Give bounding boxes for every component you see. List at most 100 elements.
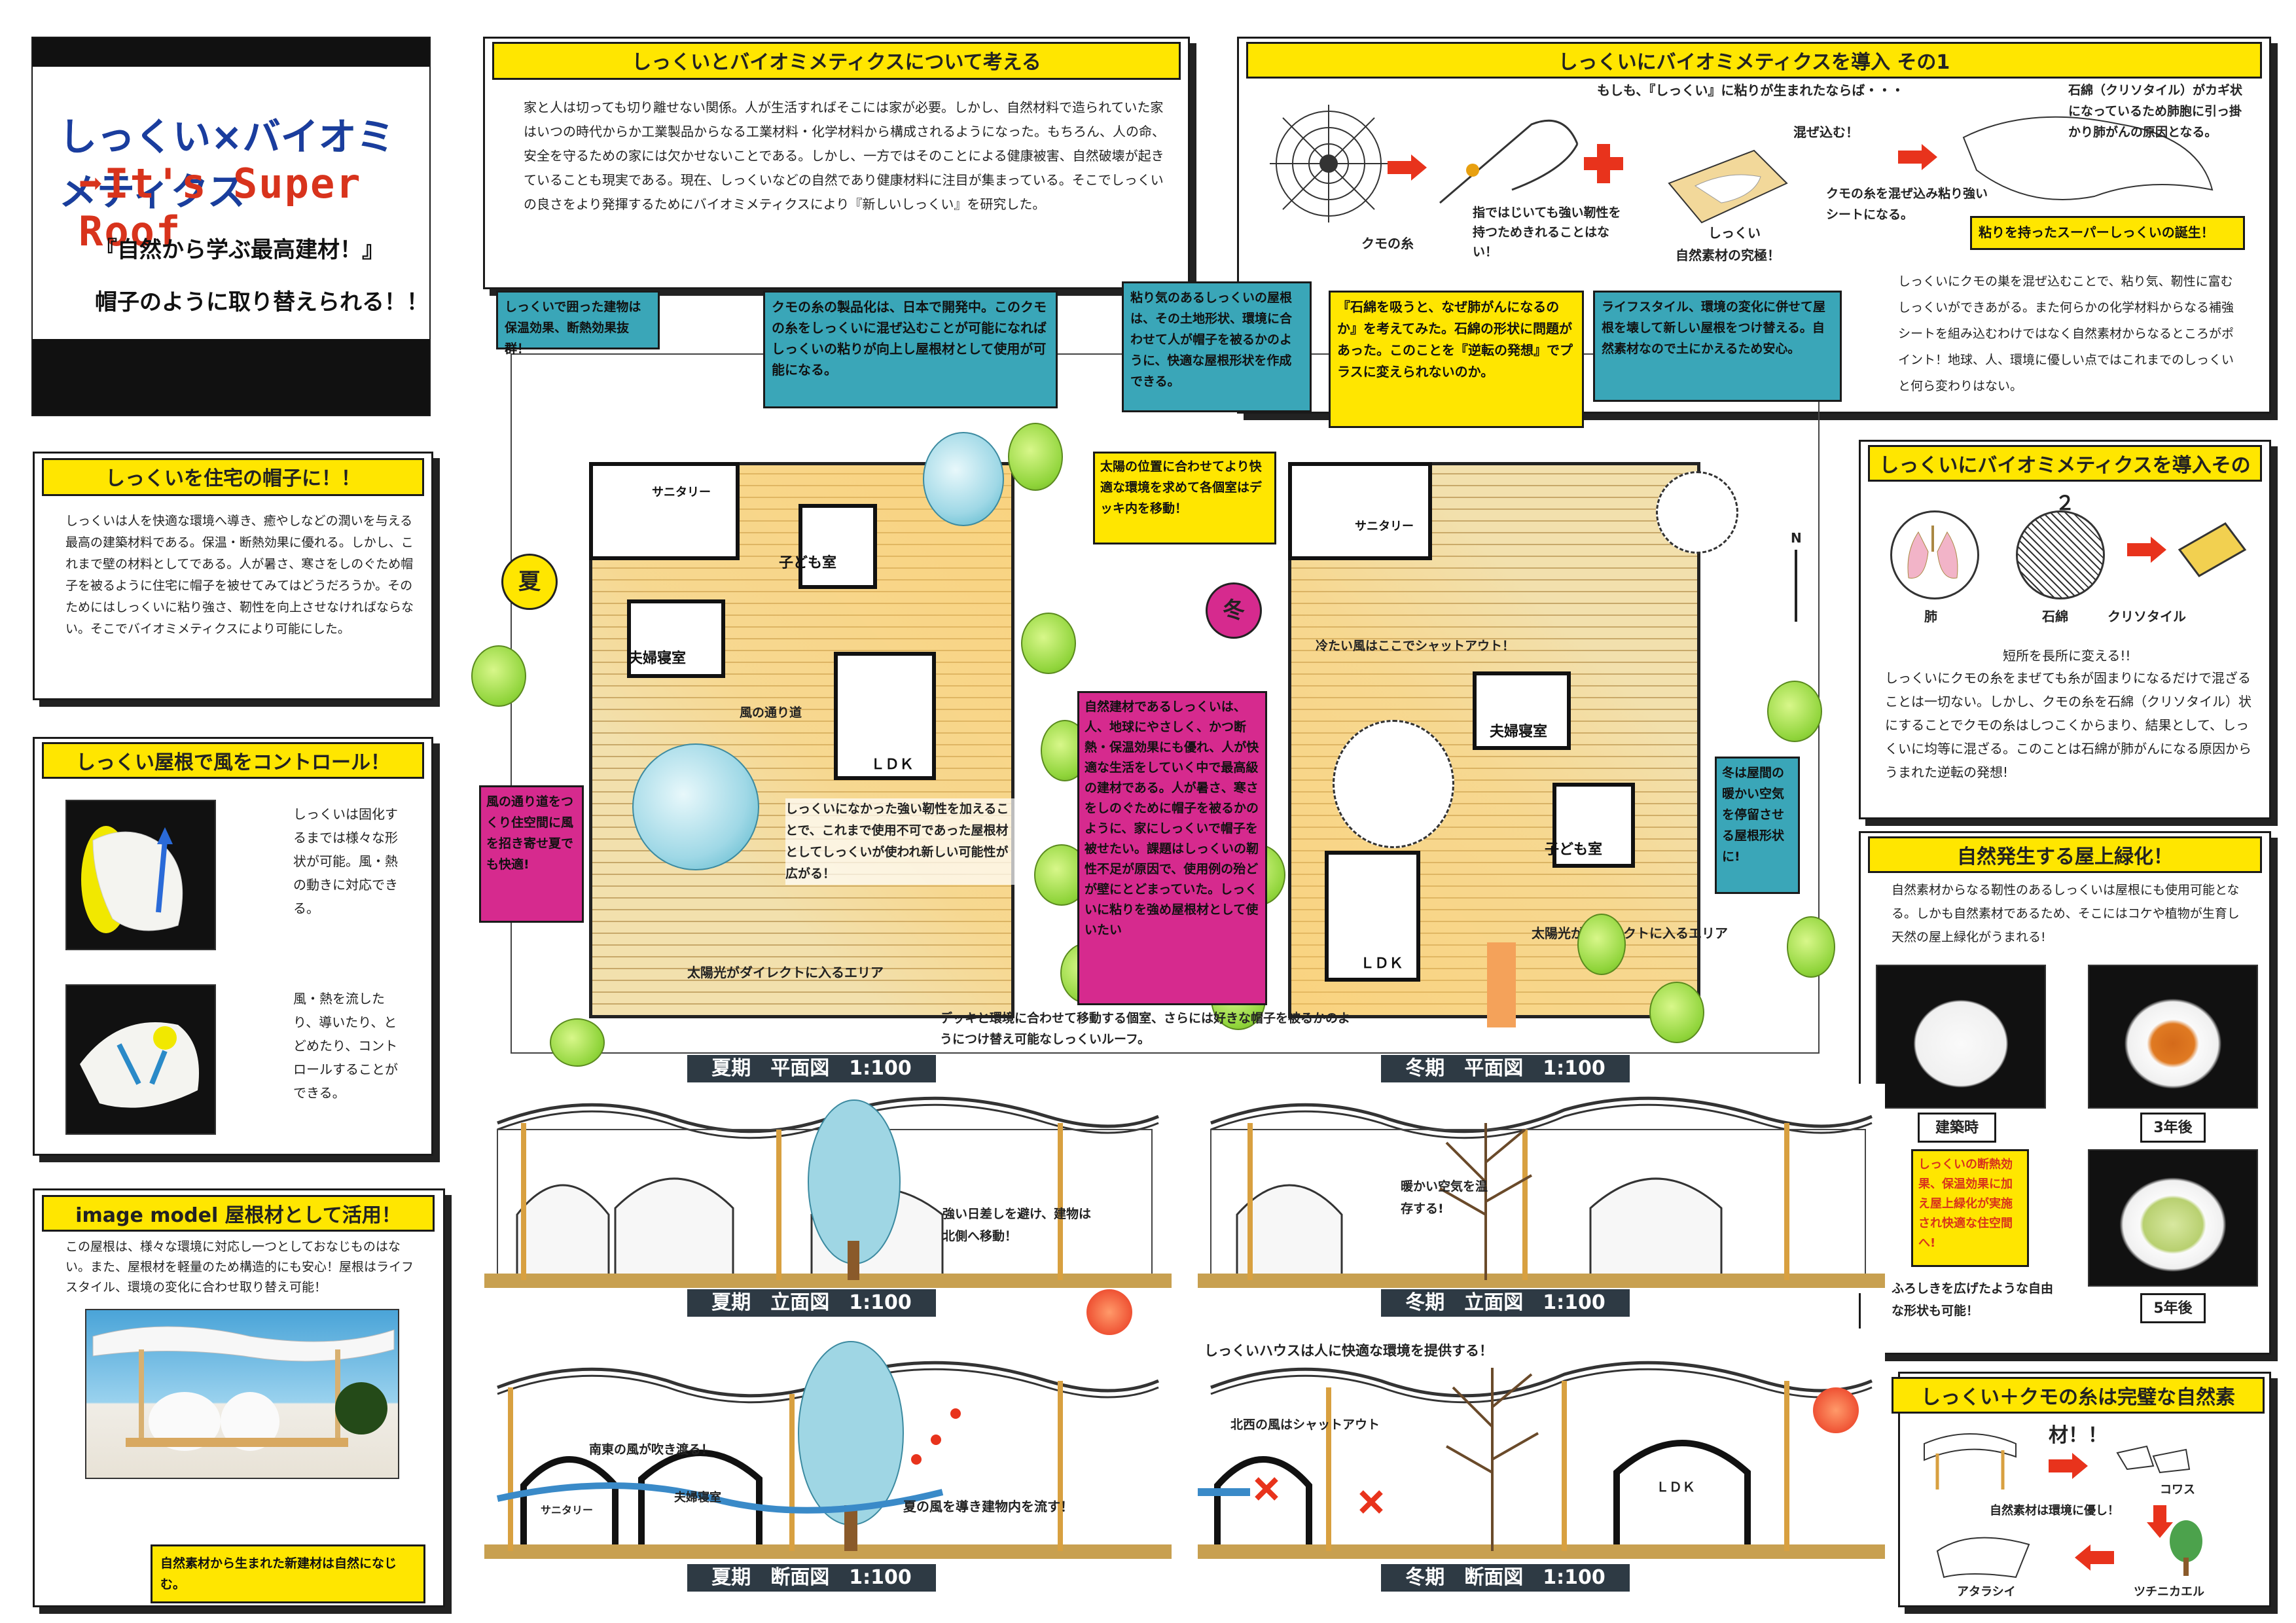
asbestos-note: 石綿（クリソタイル）がカギ状になっているため肺胞に引っ掛かり肺がんの原因となる。 xyxy=(2068,83,2243,139)
model-room-2 xyxy=(221,1392,279,1451)
winter-sec-title: 冬期 断面図 1:100 xyxy=(1381,1564,1630,1592)
title-panel: しっくい×バイオミメティクス ➡It's Super Roof 『自然から学ぶ最… xyxy=(31,37,431,416)
summer-sec-note2: 夏の風を導き建物内を流す！ xyxy=(903,1499,1073,1514)
green-label-2: 3年後 xyxy=(2140,1113,2206,1143)
shikkui-label: しっくい xyxy=(1708,225,1761,241)
model-post xyxy=(139,1349,144,1441)
title-band-white xyxy=(33,313,429,339)
note-spider-product: クモの糸の製品化は、日本で開発中。このクモの糸をしっくいに混ぜ込むことが可能にな… xyxy=(763,291,1058,408)
summer-ldk xyxy=(834,652,936,780)
title-band-bottom xyxy=(33,339,429,415)
green-heading: 自然発生する屋上緑化！ xyxy=(1868,836,2262,873)
summer-master-label: 夫婦寝室 xyxy=(628,651,687,667)
asbestos-label: 石綿 xyxy=(2042,609,2068,624)
finger-icon xyxy=(1439,119,1579,204)
model-caption: 自然素材から生まれた新建材は自然になじむ。 xyxy=(151,1544,425,1603)
summer-elev-title: 夏期 立面図 1:100 xyxy=(687,1289,936,1317)
north-mark: N xyxy=(1791,530,1802,546)
arrow-right-3-icon xyxy=(2127,537,2166,563)
winter-elev-title: 冬期 立面図 1:100 xyxy=(1381,1289,1630,1317)
intro-body: 家と人は切っても切り離せない関係。人が生活すればそこには家が必要。しかし、自然材… xyxy=(524,99,1165,212)
model-post-2 xyxy=(335,1349,340,1441)
roof-model-2-svg xyxy=(80,1022,199,1108)
summer-plan-title: 夏期 平面図 1:100 xyxy=(687,1055,936,1082)
note-toughness: しっくいになかった強い靭性を加えることで、これまで使用不可であった屋根材としてし… xyxy=(785,798,1014,885)
green-label-3: 5年後 xyxy=(2140,1293,2206,1323)
winter-sec-room: ＬＤＫ xyxy=(1656,1479,1695,1495)
model-photo xyxy=(85,1309,399,1479)
plus-icon xyxy=(1584,144,1623,183)
green-body: 自然素材からなる靭性のあるしっくいは屋根にも使用可能となる。しかも自然素材である… xyxy=(1892,883,2240,944)
summer-child-room xyxy=(798,504,877,589)
finger-label: 指ではじいても強い靭性を持つためきれることはない！ xyxy=(1473,205,1621,259)
cycle-return: ツチニカエル xyxy=(2134,1585,2204,1599)
summer-section-drawing xyxy=(484,1329,1172,1564)
title-main: しっくい×バイオミメティクス xyxy=(59,106,429,216)
summer-sun-area-label: 太陽光がダイレクトに入るエリア xyxy=(687,965,884,980)
cycle-new: アタラシイ xyxy=(1957,1585,2016,1599)
hat-heading: しっくいを住宅の帽子に！！ xyxy=(42,458,424,496)
title-band-top xyxy=(33,38,429,67)
shikkui-sub: 自然素材の究極！ xyxy=(1676,247,1780,263)
summer-blue-tree-1 xyxy=(632,743,759,870)
arrow-head-icon xyxy=(157,827,173,844)
winter-sec-note1: しっくいハウスは人に快適な環境を提供する！ xyxy=(1204,1343,1493,1359)
wind-arrow-3-icon xyxy=(149,1050,168,1085)
winter-elev-note: 暖かい空気を温存する! xyxy=(1401,1179,1488,1216)
note-wind-path: 風の通り道をつくり住空間に風を招き寄せ夏でも快適! xyxy=(479,785,584,923)
winter-sanitary-label: サニタリー xyxy=(1355,520,1414,533)
chrysotile-label: クリソタイル xyxy=(2108,609,2186,624)
intro2-body1: 短所を長所に変える!! xyxy=(2003,648,2131,664)
hat-body: しっくいは人を快適な環境へ導き、癒やしなどの潤いを与える最高の建築材料である。保… xyxy=(65,514,414,636)
summer-ldk-label: ＬＤＫ xyxy=(870,757,914,773)
note-natural-material: 自然建材であるしっくいは、人、地球にやさしく、かつ断熱・保温効果にも優れ、人が快… xyxy=(1077,691,1267,1005)
summer-child-label: 子ども室 xyxy=(779,555,837,571)
title-line2: ➡It's Super Roof xyxy=(79,160,362,255)
shikkui-block-icon xyxy=(1668,149,1788,224)
green-photo-3 xyxy=(2088,1149,2258,1287)
wind-path-label: 風の通り道 xyxy=(740,705,802,720)
winter-badge: 冬 xyxy=(1206,582,1262,639)
green-label-1: 建築時 xyxy=(1918,1113,1996,1143)
summer-sec-room1: サニタリー xyxy=(541,1504,594,1516)
winter-ldk xyxy=(1325,851,1420,982)
model-tree xyxy=(335,1382,387,1435)
roof-model-photo-2 xyxy=(65,984,216,1135)
intro2-panel xyxy=(1859,440,2271,819)
mix-label: 混ぜ込む！ xyxy=(1793,124,1859,140)
roof-model-1-svg xyxy=(81,826,183,933)
winter-ldk-label: ＬＤＫ xyxy=(1360,955,1404,972)
winter-child-label: 子ども室 xyxy=(1545,842,1603,858)
cycle-sheet-icon xyxy=(1936,1537,2030,1578)
wind-text1: しっくいは固化するまでは様々な形状が可能。風・熱の動きに対応できる。 xyxy=(293,806,398,916)
wind-heading: しっくい屋根で風をコントロール！ xyxy=(42,742,424,779)
cycle-center: 自然素材は環境に優し！ xyxy=(1990,1504,2119,1518)
tree-1 xyxy=(471,645,526,707)
sheet-icon xyxy=(1962,116,2214,200)
birth-note: 粘りを持ったスーパーしっくいの誕生！ xyxy=(1970,216,2245,250)
sun-dot-icon xyxy=(153,1026,177,1050)
winter-child-room xyxy=(1552,783,1635,868)
winter-sun-icon xyxy=(1813,1387,1859,1433)
shikkui-block-2-icon xyxy=(2178,522,2247,577)
summer-sanitary xyxy=(589,462,740,560)
intro1-body: しっくいにクモの巣を混ぜ込むことで、粘り気、靭性に富むしっくいができあがる。また… xyxy=(1898,274,2234,393)
note-winter-roof: 冬は屋間の暖かい空気を停留させる屋根形状に! xyxy=(1715,757,1800,894)
intro-heading: しっくいとバイオミメティクスについて考える xyxy=(492,42,1181,80)
tree-2 xyxy=(1008,423,1063,491)
cycle-roof-icon xyxy=(1924,1433,2017,1489)
summer-sun-icon xyxy=(1086,1289,1132,1335)
winter-bare-tree-1 xyxy=(1333,720,1454,848)
summer-sanitary-label: サニタリー xyxy=(652,486,711,499)
intro1-heading: しっくいにバイオミメティクスを導入 その1 xyxy=(1246,42,2262,79)
title-line4: 帽子のように取り替えられる！！ xyxy=(95,289,429,315)
summer-master-room xyxy=(627,599,725,678)
tree-12 xyxy=(1649,982,1704,1043)
model-deck xyxy=(126,1438,348,1447)
note-deck-move: デッキと環境に合わせて移動する個室、さらには好きな帽子を被るかのようにつけ替え可… xyxy=(940,1011,1351,1046)
winter-sun-area-label: 太陽光がダイレクトに入るエリア xyxy=(1532,925,1728,941)
intro1-question: もしも、『しっくい』に粘りが生まれたならば・・・ xyxy=(1597,82,1905,98)
asbestos-icon xyxy=(2016,510,2105,599)
tree-11 xyxy=(1577,914,1626,975)
cycle-pieces-icon xyxy=(2116,1445,2191,1474)
